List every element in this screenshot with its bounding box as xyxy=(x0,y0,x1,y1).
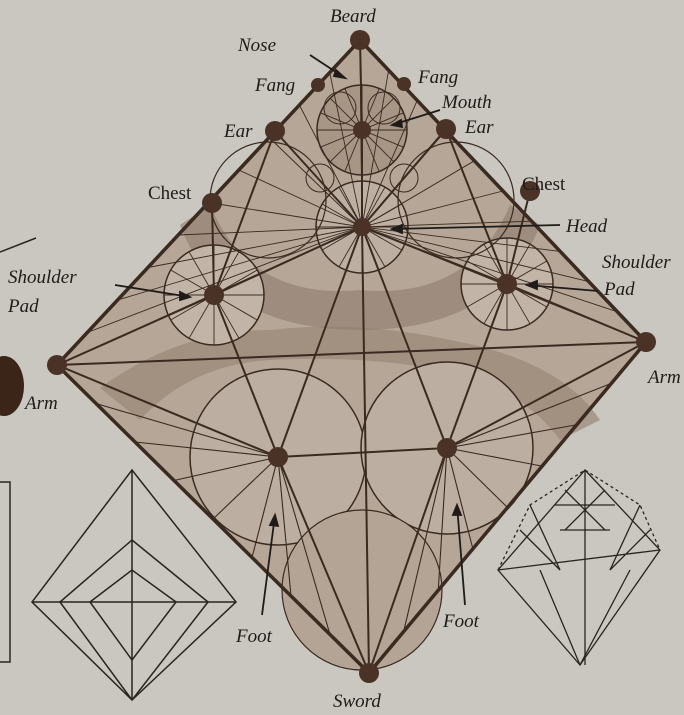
ear-dot-left xyxy=(265,121,285,141)
fang-dot-left xyxy=(311,78,325,92)
label-fang-right: Fang xyxy=(418,68,458,87)
label-ear-left: Ear xyxy=(224,122,253,141)
label-chest-right: Chest xyxy=(522,175,565,194)
label-ear-right: Ear xyxy=(465,118,494,137)
arm-dot-right xyxy=(636,332,656,352)
label-mouth: Mouth xyxy=(442,93,492,112)
label-sword: Sword xyxy=(333,692,381,711)
label-pad-right: Pad xyxy=(604,280,635,299)
chest-dot-left xyxy=(202,193,222,213)
ear-dot-right xyxy=(436,119,456,139)
label-chest-left: Chest xyxy=(148,184,191,203)
foot-dot-left xyxy=(268,447,288,467)
label-arm-right: Arm xyxy=(648,368,681,387)
fang-dot-right xyxy=(397,77,411,91)
sword-dot xyxy=(359,663,379,683)
beard-dot xyxy=(350,30,370,50)
label-foot-right: Foot xyxy=(443,612,479,631)
label-pad-left: Pad xyxy=(8,297,39,316)
foot-dot-right xyxy=(437,438,457,458)
head-dot xyxy=(353,218,371,236)
label-fang-left: Fang xyxy=(255,76,295,95)
label-foot-left: Foot xyxy=(236,627,272,646)
label-shoulder-right: Shoulder xyxy=(602,253,671,272)
label-arm-left: Arm xyxy=(25,394,58,413)
mouth-dot xyxy=(353,121,371,139)
label-beard: Beard xyxy=(330,7,376,26)
shoulder-dot-left xyxy=(204,285,224,305)
label-shoulder-left: Shoulder xyxy=(8,268,77,287)
label-nose: Nose xyxy=(238,36,276,55)
arm-dot-left xyxy=(47,355,67,375)
label-head: Head xyxy=(566,217,607,236)
shoulder-dot-right xyxy=(497,274,517,294)
